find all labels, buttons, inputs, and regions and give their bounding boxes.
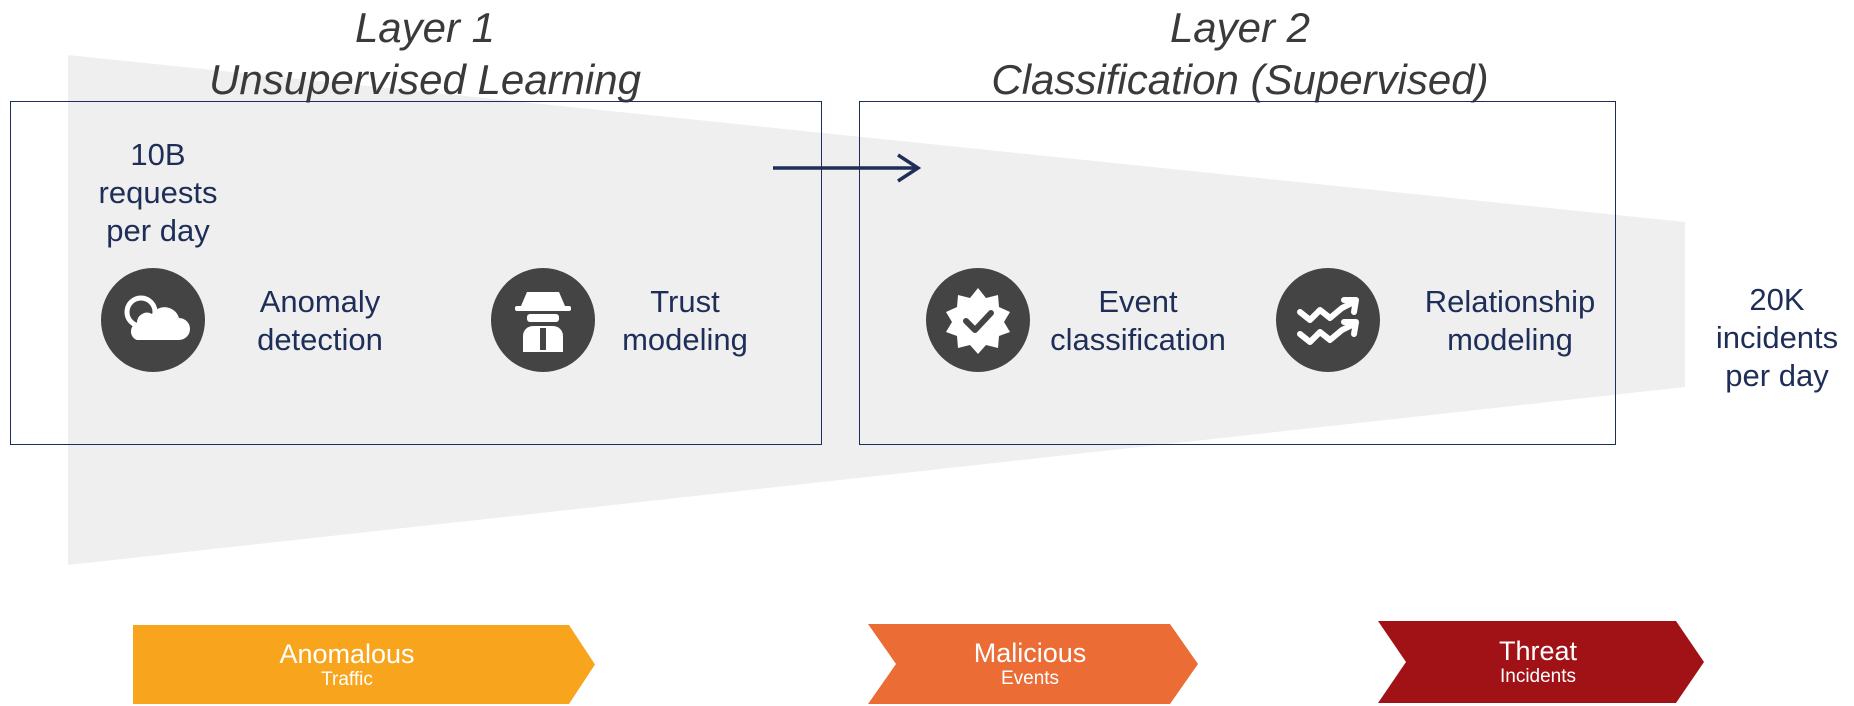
- stage-1-sub: Traffic: [321, 668, 373, 690]
- layer-1-title-line2: Unsupervised Learning: [209, 56, 641, 103]
- step-3-line1: Event: [1098, 284, 1178, 319]
- layer-2-title-line2: Classification (Supervised): [991, 56, 1489, 103]
- output-volume-line3: per day: [1725, 358, 1829, 393]
- input-volume-line3: per day: [106, 213, 210, 248]
- step-1-line2: detection: [257, 322, 383, 357]
- input-volume-line2: requests: [98, 175, 218, 210]
- stage-2-sub: Events: [1000, 668, 1060, 689]
- layer-1-title-line1: Layer 1: [354, 4, 496, 51]
- spy-agent-icon: [491, 268, 595, 372]
- cloud-search-icon: [101, 268, 205, 372]
- step-1-line1: Anomaly: [259, 284, 381, 319]
- stage-3-sub: Incidents: [1499, 666, 1577, 687]
- stage-1-main: Anomalous: [279, 638, 415, 669]
- layer-2-title-line1: Layer 2: [1169, 4, 1311, 51]
- verified-badge-icon: [926, 268, 1030, 372]
- step-4-line1: Relationship: [1424, 284, 1596, 319]
- stage-1-shape: [133, 625, 595, 704]
- input-volume-line1: 10B: [130, 137, 186, 172]
- output-volume-line1: 20K: [1749, 282, 1805, 317]
- layer-1-box: [10, 101, 822, 445]
- step-anomaly-detection: Anomaly detection: [230, 283, 410, 359]
- stage-2-main: Malicious: [973, 638, 1087, 668]
- step-trust-modeling: Trust modeling: [605, 283, 765, 359]
- layer-2-title: Layer 2 Classification (Supervised): [960, 2, 1520, 106]
- step-event-classification: Event classification: [1043, 283, 1233, 359]
- output-volume: 20K incidents per day: [1700, 281, 1854, 395]
- stage-3-shape: [1378, 621, 1704, 703]
- stage-threat-chevron: Threat Incidents: [1378, 621, 1704, 703]
- output-volume-line2: incidents: [1715, 320, 1839, 355]
- step-3-line2: classification: [1050, 322, 1226, 357]
- funnel-shape: [68, 55, 1685, 565]
- stage-anomalous-chevron: Anomalous Traffic: [133, 625, 595, 704]
- stage-malicious-chevron: Malicious Events: [868, 624, 1198, 704]
- layer-2-box: [859, 101, 1616, 445]
- step-relationship-modeling: Relationship modeling: [1400, 283, 1620, 359]
- step-4-line2: modeling: [1447, 322, 1573, 357]
- stage-2-shape: [868, 624, 1198, 704]
- stage-3-main: Threat: [1498, 636, 1578, 666]
- trend-arrows-icon: [1276, 268, 1380, 372]
- step-2-line2: modeling: [622, 322, 748, 357]
- input-volume: 10B requests per day: [80, 136, 236, 250]
- step-2-line1: Trust: [650, 284, 720, 319]
- flow-arrow: [773, 153, 922, 183]
- layer-1-title: Layer 1 Unsupervised Learning: [160, 2, 690, 106]
